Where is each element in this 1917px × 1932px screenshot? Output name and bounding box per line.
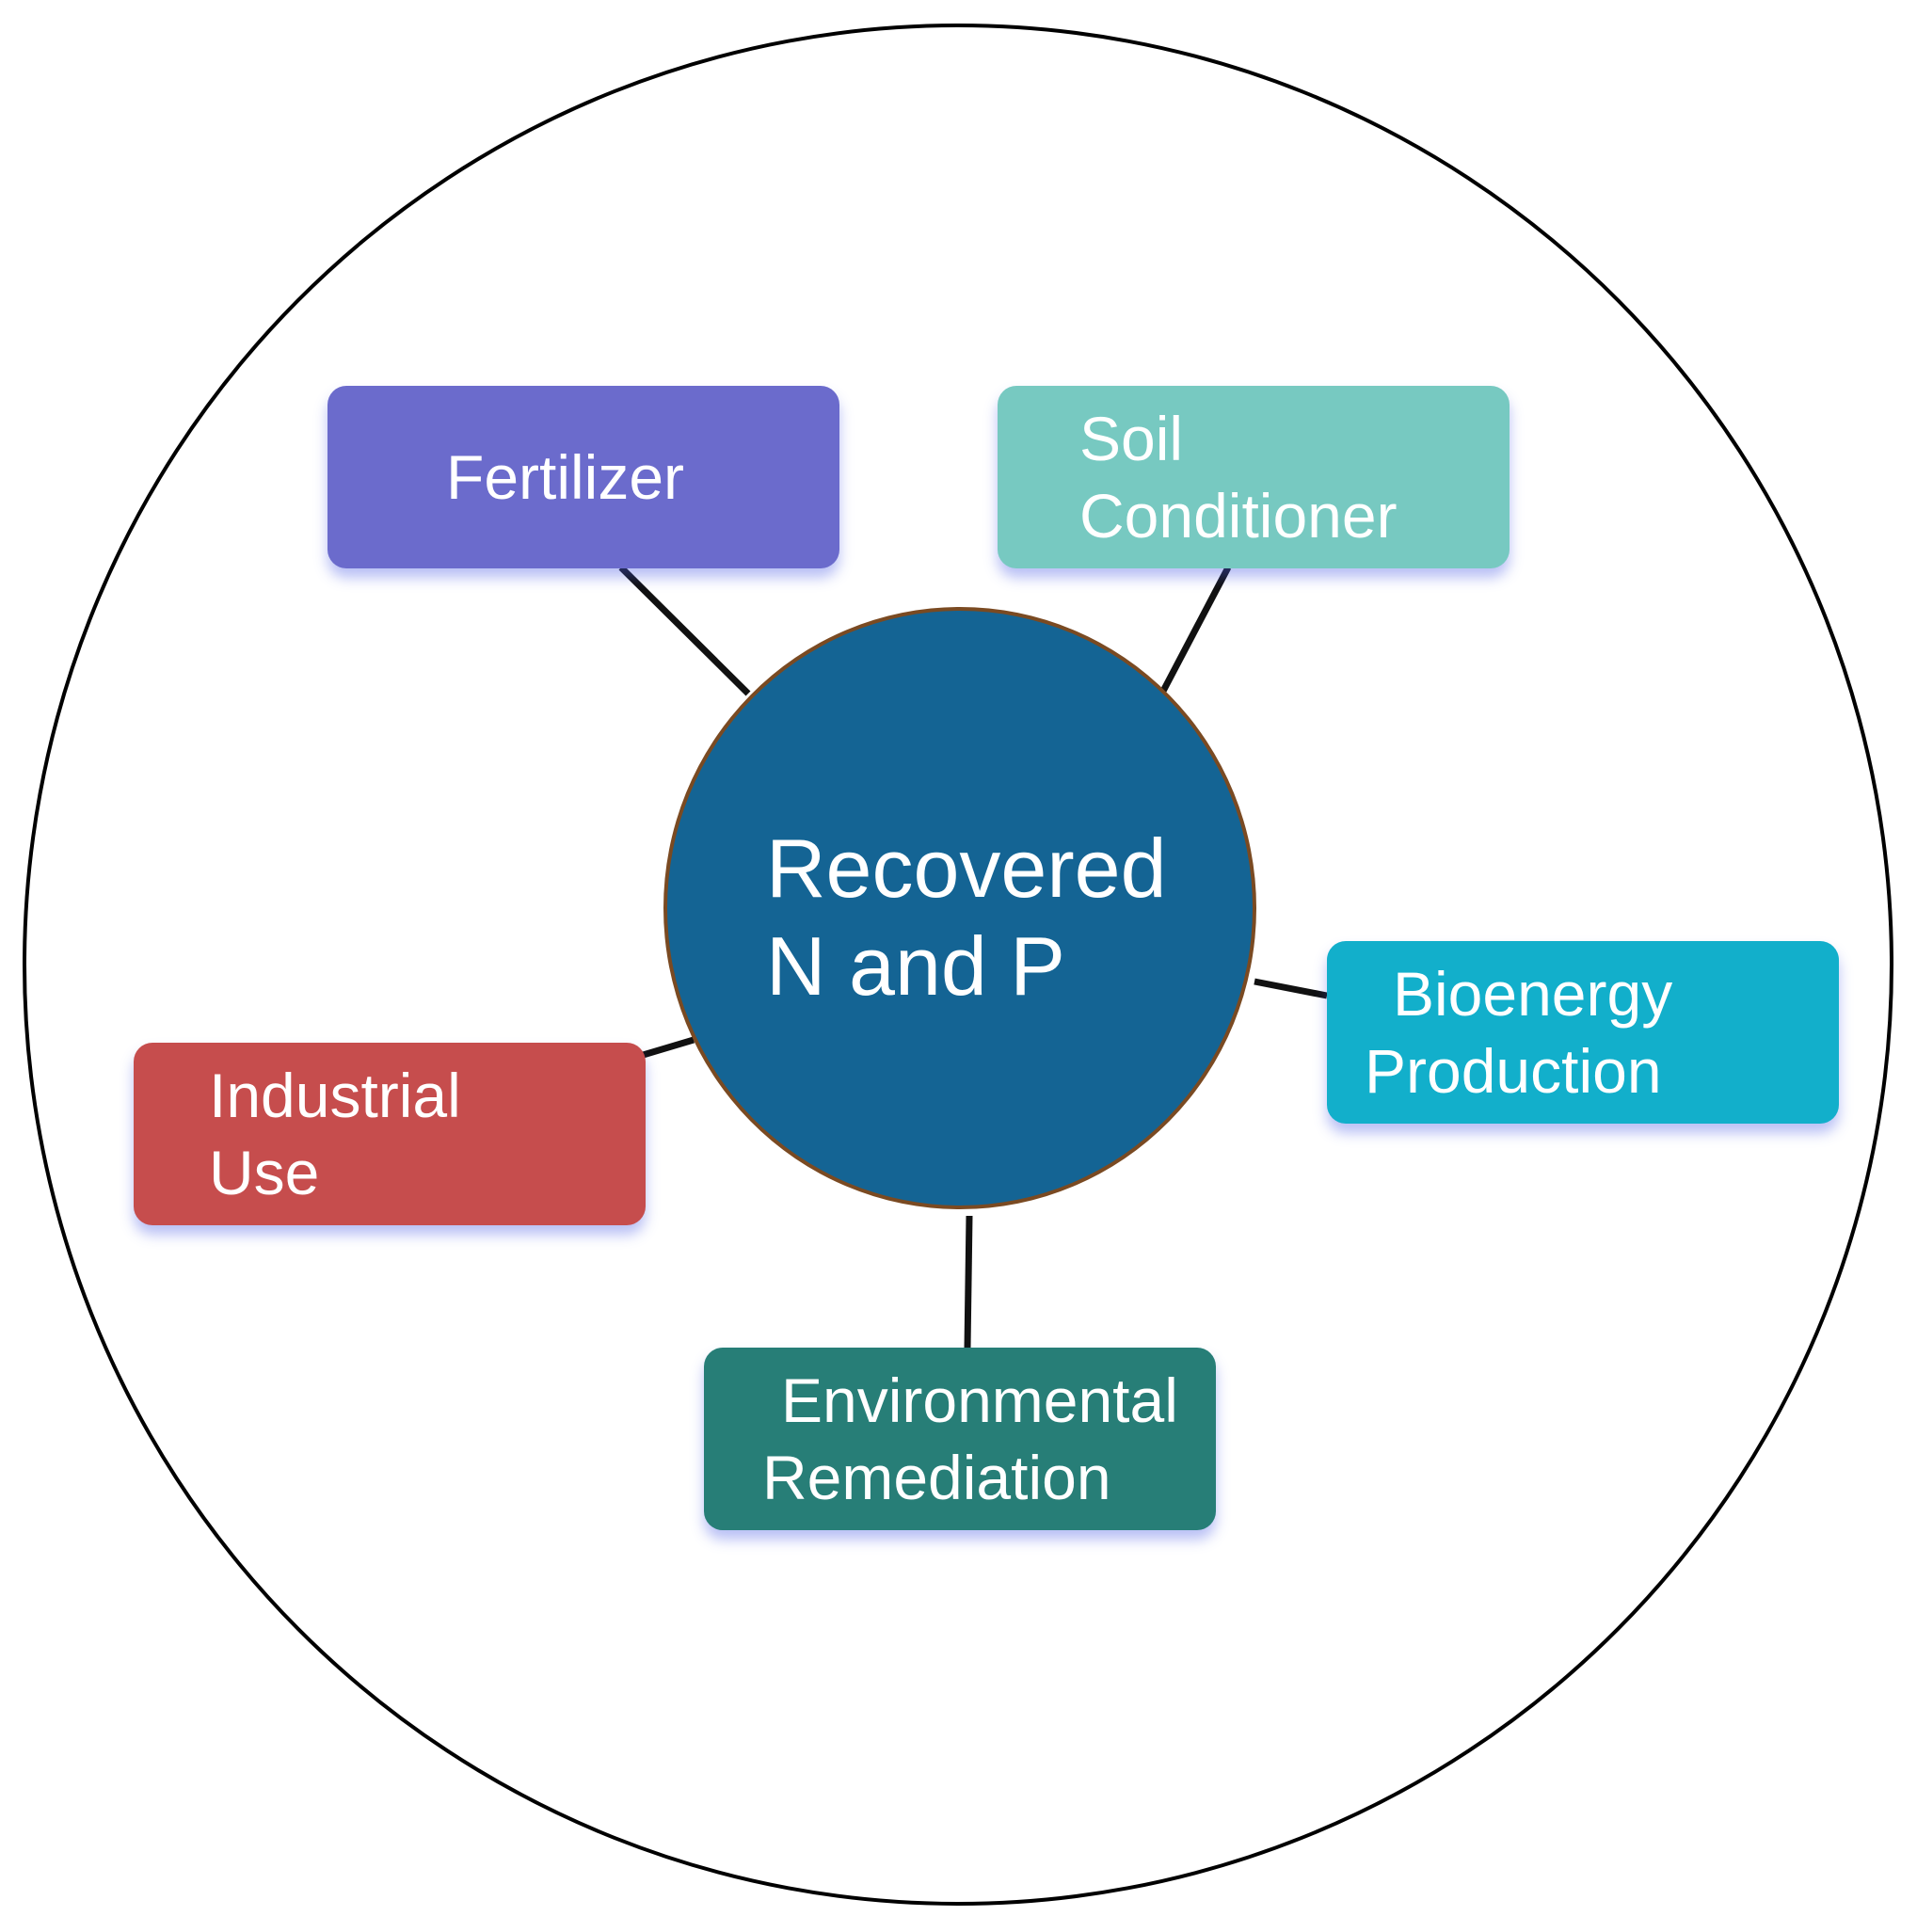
hub-label-line1: Recovered	[766, 822, 1167, 915]
node-bioenergy-production-line2: Production	[1365, 1036, 1662, 1106]
hub-label-line2: N and P	[766, 919, 1065, 1013]
node-fertilizer: Fertilizer	[327, 386, 839, 568]
node-soil-conditioner: Soil Conditioner	[998, 386, 1510, 568]
node-environmental-remediation-line1: Environmental	[781, 1365, 1178, 1435]
node-environmental-remediation: Environmental Remediation	[704, 1348, 1216, 1530]
connector-bioenergy-production	[1254, 978, 1328, 999]
node-fertilizer-label: Fertilizer	[446, 442, 685, 512]
connector-environmental-remediation	[964, 1215, 973, 1349]
node-industrial-use-line2: Use	[209, 1138, 320, 1207]
connector-industrial-use	[638, 1036, 695, 1060]
recovered-n-and-p-hub: Recovered N and P	[663, 607, 1256, 1209]
connector-soil-conditioner	[1157, 566, 1232, 698]
node-bioenergy-production: Bioenergy Production	[1327, 941, 1839, 1124]
node-bioenergy-production-line1: Bioenergy	[1393, 959, 1673, 1029]
node-environmental-remediation-line2: Remediation	[762, 1443, 1111, 1512]
outer-circle	[23, 24, 1893, 1906]
node-soil-conditioner-line2: Conditioner	[1079, 481, 1398, 551]
node-industrial-use-line1: Industrial	[209, 1061, 461, 1130]
node-industrial-use: Industrial Use	[134, 1043, 646, 1225]
connector-fertilizer	[618, 565, 751, 696]
node-soil-conditioner-line1: Soil	[1079, 404, 1184, 473]
